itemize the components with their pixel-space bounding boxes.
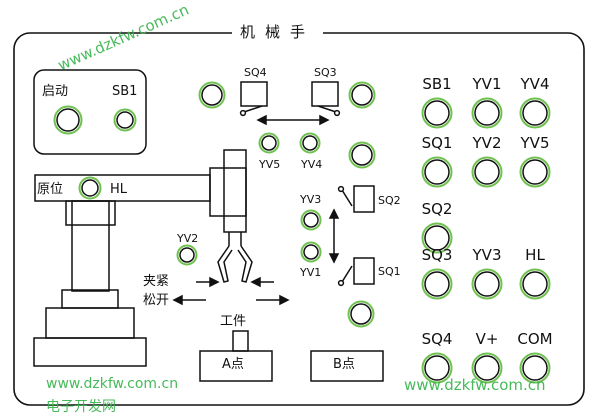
yv1-jack[interactable]: [300, 241, 322, 263]
terminal-label-yv4: YV4: [520, 75, 550, 93]
side-top-jack[interactable]: [348, 141, 376, 169]
jacks: [53, 81, 551, 384]
terminal-jack-yv2[interactable]: [471, 156, 503, 188]
release-label: 松开: [143, 293, 170, 308]
origin-label: 原位: [37, 182, 64, 197]
panel-title: 机械手: [232, 24, 324, 41]
watermark-bottom-left-sub: 电子开发网: [46, 399, 116, 415]
sq2-label: SQ2: [378, 194, 401, 207]
yv2-jack[interactable]: [176, 244, 198, 266]
side-switches: [328, 185, 375, 287]
sq4-top-jack[interactable]: [198, 81, 226, 109]
top-switches: [239, 81, 341, 126]
workpiece-label: 工件: [220, 314, 247, 329]
yv2-label: YV2: [177, 232, 199, 245]
terminal-label-yv1: YV1: [472, 75, 502, 93]
terminal-label-com: COM: [517, 330, 553, 348]
watermark-bottom-left: www.dzkfw.com.cn: [46, 376, 179, 392]
terminal-jack-com[interactable]: [519, 352, 551, 384]
start-label: 启动: [42, 84, 69, 99]
terminal-jack-sq1[interactable]: [421, 156, 453, 188]
sq4-label: SQ4: [244, 66, 267, 79]
terminal-label-sq4: SQ4: [421, 330, 453, 348]
terminal-label-yv3: YV3: [472, 246, 502, 264]
origin-hl-label: HL: [110, 182, 128, 197]
point-b-label: B点: [333, 357, 355, 372]
terminal-label-v-: V+: [475, 330, 499, 348]
clamp-arrows: [172, 276, 290, 306]
terminal-jack-sb1[interactable]: [421, 97, 453, 129]
start-jack[interactable]: [53, 105, 83, 135]
point-a-label: A点: [222, 357, 244, 372]
yv3-label: YV3: [300, 193, 322, 206]
sq3-top-jack[interactable]: [348, 81, 376, 109]
terminal-jack-sq2[interactable]: [421, 222, 453, 254]
clamp-label: 夹紧: [143, 274, 170, 289]
terminal-jack-v-[interactable]: [471, 352, 503, 384]
terminal-label-sb1: SB1: [422, 75, 452, 93]
origin-hl-jack[interactable]: [78, 176, 102, 200]
terminal-jack-yv4[interactable]: [519, 97, 551, 129]
yv5-label: YV5: [259, 158, 281, 171]
sq1-label: SQ1: [378, 265, 401, 278]
workpiece-area: [199, 330, 384, 382]
terminal-jack-yv5[interactable]: [519, 156, 551, 188]
watermark-bottom-right: www.dzkfw.com.cn: [404, 376, 546, 394]
yv5-jack[interactable]: [258, 132, 280, 154]
start-sb1-jack[interactable]: [113, 108, 137, 132]
yv1-label: YV1: [300, 266, 322, 279]
terminal-label-yv5: YV5: [520, 134, 550, 152]
terminal-label-sq2: SQ2: [421, 200, 453, 218]
yv4-label: YV4: [301, 158, 323, 171]
terminal-label-sq3: SQ3: [421, 246, 453, 264]
yv4-jack[interactable]: [299, 132, 321, 154]
terminal-jack-hl[interactable]: [519, 268, 551, 300]
yv3-jack[interactable]: [300, 209, 322, 231]
terminal-jack-sq4[interactable]: [421, 352, 453, 384]
terminal-label-yv2: YV2: [472, 134, 502, 152]
gripper: [217, 232, 253, 283]
side-bottom-jack[interactable]: [347, 300, 375, 328]
terminal-label-sq1: SQ1: [421, 134, 453, 152]
start-sb1-label: SB1: [112, 84, 138, 99]
sq3-label: SQ3: [314, 66, 337, 79]
terminal-label-hl: HL: [525, 246, 545, 264]
terminal-jack-yv3[interactable]: [471, 268, 503, 300]
start-box: [33, 69, 147, 155]
arm-structure: [33, 149, 247, 367]
terminal-jack-yv1[interactable]: [471, 97, 503, 129]
terminal-jack-sq3[interactable]: [421, 268, 453, 300]
